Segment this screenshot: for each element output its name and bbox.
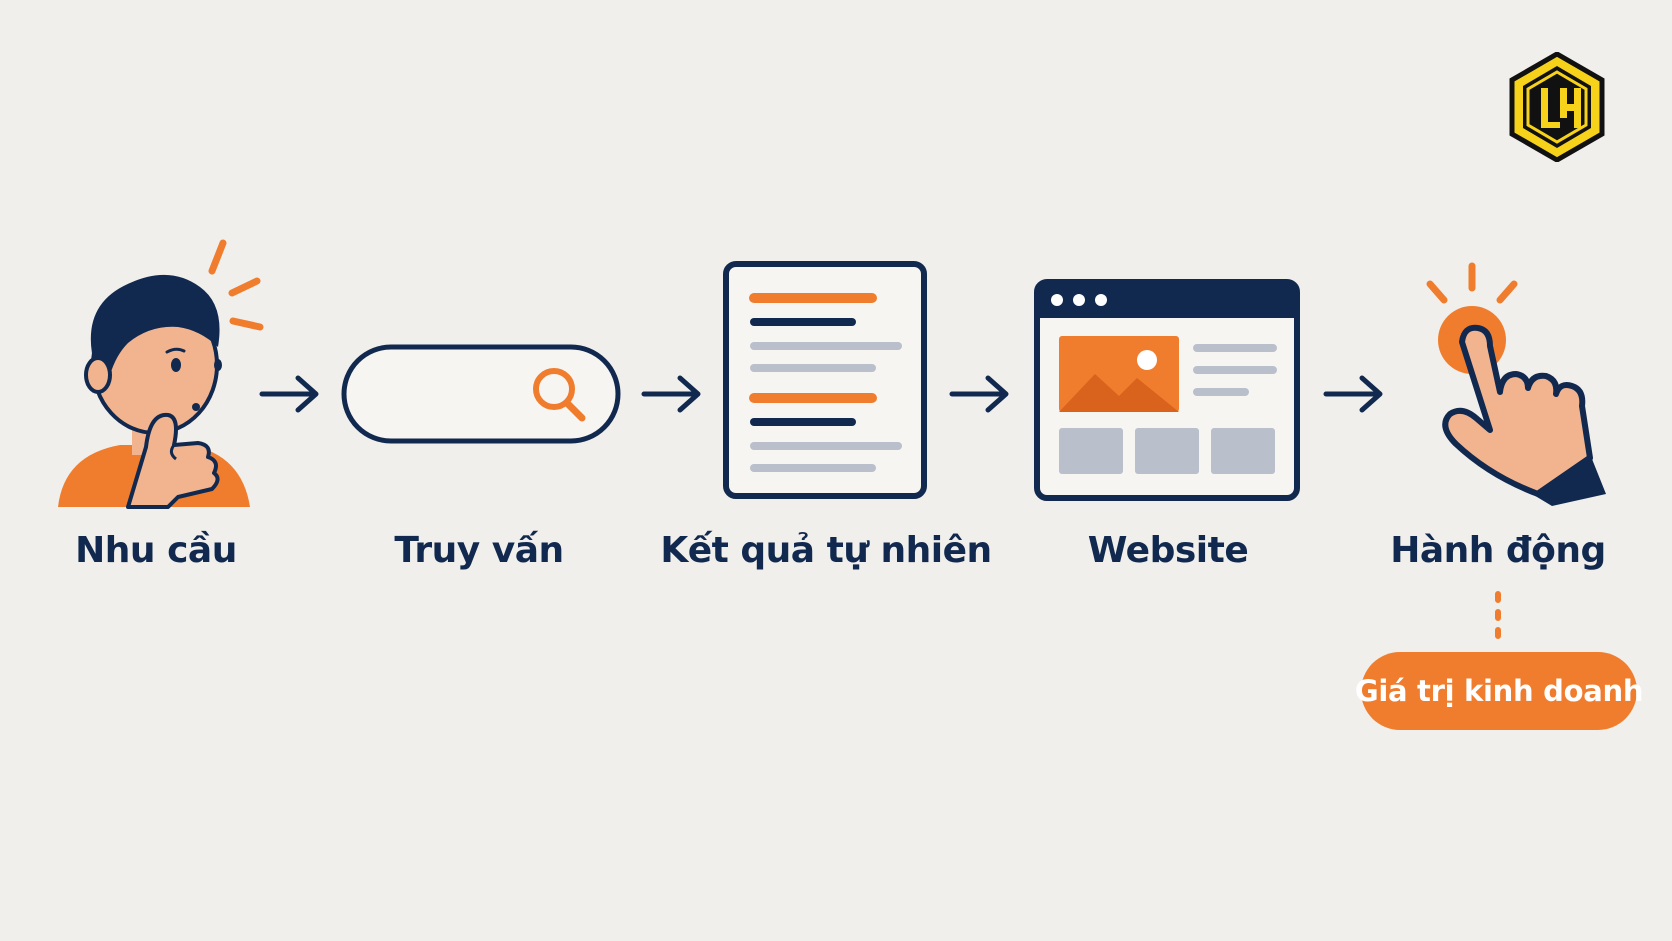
dotted-connector bbox=[1495, 591, 1501, 647]
search-results-document-icon bbox=[723, 261, 927, 499]
lh-logo bbox=[1509, 52, 1605, 162]
step-label-query: Truy vấn bbox=[394, 530, 564, 571]
step-label-website: Website bbox=[1087, 530, 1249, 571]
arrow-right-icon bbox=[1323, 375, 1383, 413]
click-hand-icon bbox=[1426, 262, 1606, 506]
step-label-action: Hành động bbox=[1390, 530, 1606, 571]
business-value-badge: Giá trị kinh doanh bbox=[1355, 652, 1643, 730]
search-icon bbox=[533, 368, 586, 422]
arrow-right-icon bbox=[949, 375, 1009, 413]
arrow-right-icon bbox=[259, 375, 319, 413]
step-label-need: Nhu cầu bbox=[75, 530, 237, 571]
website-browser-icon bbox=[1034, 279, 1300, 501]
arrow-right-icon bbox=[641, 375, 701, 413]
step-label-organic-results: Kết quả tự nhiên bbox=[660, 530, 992, 571]
search-bar-icon bbox=[341, 344, 621, 444]
thinking-person-icon bbox=[58, 239, 264, 509]
image-icon bbox=[1059, 336, 1179, 412]
